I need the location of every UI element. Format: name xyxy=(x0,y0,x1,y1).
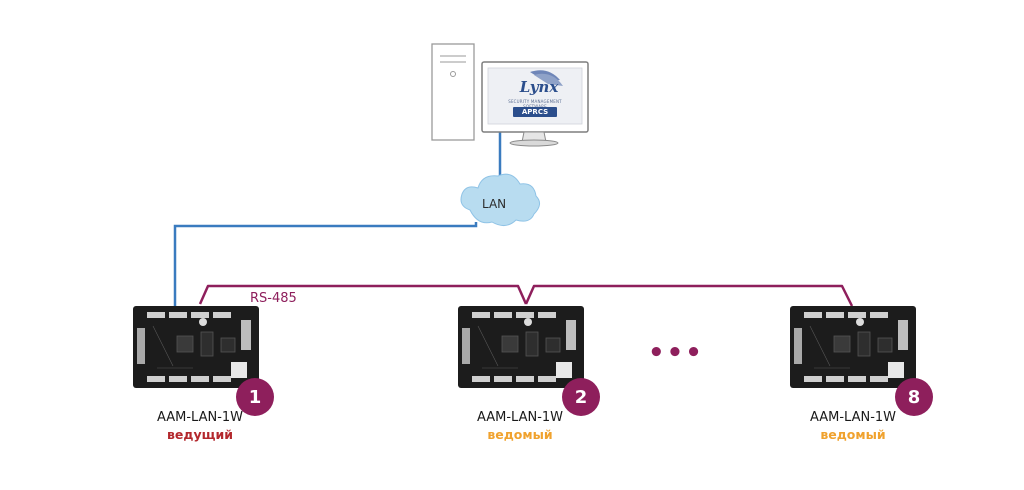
controller-board-1 xyxy=(133,306,259,388)
lan-label: LAN xyxy=(482,197,507,211)
board-2-role: ведомый xyxy=(487,427,553,442)
board-2-number-badge: 2 xyxy=(562,378,600,416)
board-2-model: AAM-LAN-1W xyxy=(476,410,564,425)
board-1-role: ведущий xyxy=(167,427,233,442)
board-1-model: AAM-LAN-1W xyxy=(156,410,244,425)
controller-board-2 xyxy=(458,306,584,388)
rs485-label: RS-485 xyxy=(250,291,297,306)
controller-board-3 xyxy=(790,306,916,388)
lan-cloud xyxy=(460,173,540,226)
board-8-number-badge: 8 xyxy=(895,378,933,416)
software-badge: APRCS xyxy=(513,107,557,117)
board-8-role: ведомый xyxy=(820,427,886,442)
board-8-model: AAM-LAN-1W xyxy=(809,410,897,425)
pc-tower xyxy=(431,43,475,141)
rs485-bus-line xyxy=(198,284,854,307)
more-boards-ellipsis: ••• xyxy=(648,338,704,368)
board-1-number-badge: 1 xyxy=(236,378,274,416)
lynx-logo-mark xyxy=(530,70,563,86)
software-subtitle: SECURITY MANAGEMENT SOFTWARE xyxy=(508,99,562,109)
software-brand: Lynx xyxy=(519,78,559,96)
